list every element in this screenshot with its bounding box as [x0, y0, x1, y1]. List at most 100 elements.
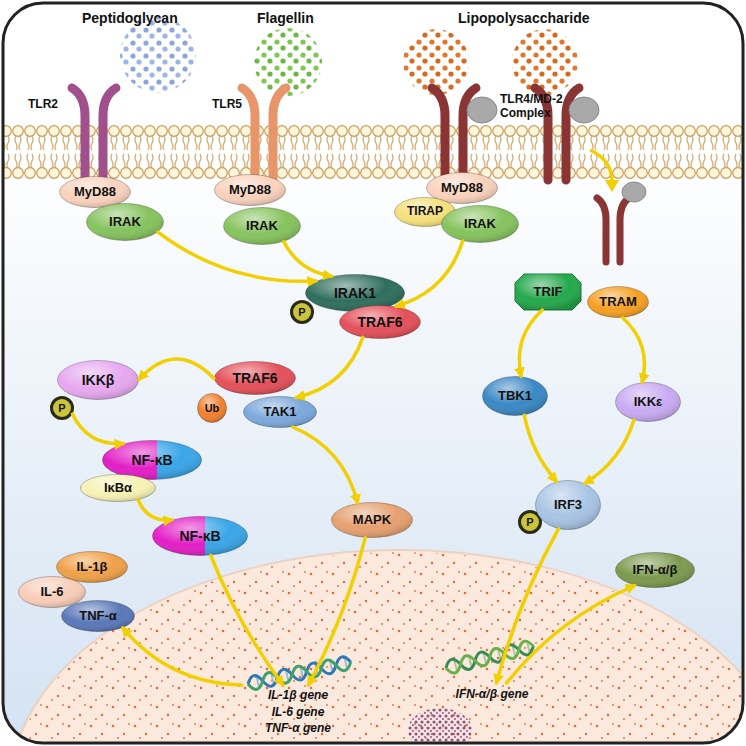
protein-node: TAK1 — [243, 396, 317, 428]
protein-name: IRAK1 — [334, 285, 376, 301]
md2-protein — [622, 182, 646, 202]
gene-name: IL-6 gene — [272, 704, 325, 721]
node-outline — [215, 175, 286, 206]
protein-node: IFN-α/β — [615, 552, 695, 588]
endosomal-tlr4 — [620, 198, 629, 262]
gene-name: IL-1β gene — [268, 687, 328, 704]
protein-name: TAK1 — [264, 405, 297, 420]
tlr5-receptor — [273, 88, 286, 180]
signal-arrow — [507, 586, 635, 684]
dna-helix — [444, 639, 535, 674]
protein-node: MyD88 — [214, 174, 286, 206]
nucleolus — [408, 708, 472, 743]
protein-node: NF-κB — [102, 440, 202, 480]
node-outline — [244, 397, 317, 428]
protein-node: TRAF6 — [339, 305, 421, 339]
protein-node: TNF-α — [61, 600, 135, 632]
protein-name: TRAF6 — [357, 314, 402, 330]
node-outline — [332, 503, 413, 538]
protein-name: IL-1β — [76, 560, 107, 575]
md2-protein — [569, 97, 599, 123]
lps-particles — [512, 29, 578, 95]
signal-arrow — [123, 628, 242, 685]
frame — [3, 3, 743, 743]
protein-node: IKKβ — [57, 360, 139, 400]
node-outline — [616, 383, 681, 422]
protein-name: IRF3 — [554, 498, 582, 513]
node-outline — [87, 204, 164, 241]
node-outline — [442, 206, 519, 243]
signal-arrow — [496, 529, 558, 683]
signal-arrow — [158, 232, 316, 281]
tlr4-receptor — [432, 88, 445, 180]
node-outline — [62, 601, 135, 632]
protein-name: P — [58, 402, 65, 415]
node-outline — [60, 177, 131, 208]
protein-name: TBK1 — [498, 389, 532, 404]
ligand-label: Peptidoglycan — [82, 10, 178, 26]
node-outline — [103, 441, 202, 480]
protein-node: Ub — [197, 393, 227, 423]
dna-strand — [444, 639, 535, 674]
protein-name: TRAM — [599, 295, 637, 310]
dna-helix — [247, 655, 353, 691]
signal-arrow — [211, 556, 283, 686]
lps-particles — [403, 29, 469, 95]
node-outline — [81, 475, 156, 502]
node-outline — [198, 394, 227, 423]
protein-node: TBK1 — [482, 376, 548, 416]
protein-node: TRAF6 — [214, 361, 296, 395]
signal-arrow — [293, 427, 358, 503]
protein-name: MAPK — [353, 513, 391, 528]
node-outline — [520, 512, 541, 533]
chromatin-dots — [12, 552, 743, 743]
node-outline — [483, 377, 548, 416]
signal-arrow — [396, 241, 463, 306]
signal-arrow — [284, 242, 332, 277]
protein-name: P — [298, 306, 305, 319]
endosomal-tlr4 — [597, 198, 606, 262]
receptor-label: TLR4/MD-2 Complex — [500, 93, 578, 121]
node-outline — [52, 398, 73, 419]
lipid-bilayer — [3, 124, 743, 180]
protein-name: TIRAP — [407, 205, 443, 219]
protein-name: TRAF6 — [232, 370, 277, 386]
signal-arrow — [519, 310, 542, 376]
receptors — [72, 88, 629, 262]
protein-node: IKKε — [615, 382, 681, 422]
signal-arrow — [296, 337, 363, 397]
protein-name: P — [526, 516, 533, 529]
ligand-label: Lipopolysaccharide — [458, 10, 589, 26]
protein-name: IκBα — [104, 481, 132, 496]
protein-name: IKKε — [634, 395, 663, 410]
gene-label: IL-1β geneIL-6 geneTNF-α gene — [236, 685, 360, 739]
node-outline — [19, 577, 86, 608]
dna-strand — [444, 639, 535, 674]
md2-protein — [467, 97, 497, 123]
receptor-label: TLR5 — [212, 98, 242, 112]
node-outline — [340, 306, 421, 339]
tlr5-receptor — [242, 88, 255, 180]
signal-arrow — [585, 420, 634, 483]
phosphate-marker: P — [50, 396, 74, 420]
node-outline — [224, 208, 301, 245]
signal-arrow — [72, 414, 123, 444]
signal-arrow — [138, 500, 172, 520]
ligand-label: Flagellin — [257, 10, 314, 26]
gene-name: IFN-α/β gene — [456, 686, 529, 703]
tlr2-receptor — [72, 88, 85, 180]
internalization-arrow — [590, 150, 612, 182]
protein-name: IRAK — [246, 219, 278, 234]
protein-node: IRF3 — [535, 480, 601, 530]
node-outline — [215, 362, 296, 395]
node-outline — [616, 553, 695, 588]
phosphate-marker: P — [290, 300, 314, 324]
protein-node: IRAK — [86, 203, 164, 241]
protein-name: Ub — [205, 402, 220, 415]
protein-name: NF-κB — [131, 452, 172, 468]
protein-name: MyD88 — [229, 183, 271, 198]
protein-name: TNF-α — [79, 609, 117, 624]
cell-body — [3, 3, 743, 743]
